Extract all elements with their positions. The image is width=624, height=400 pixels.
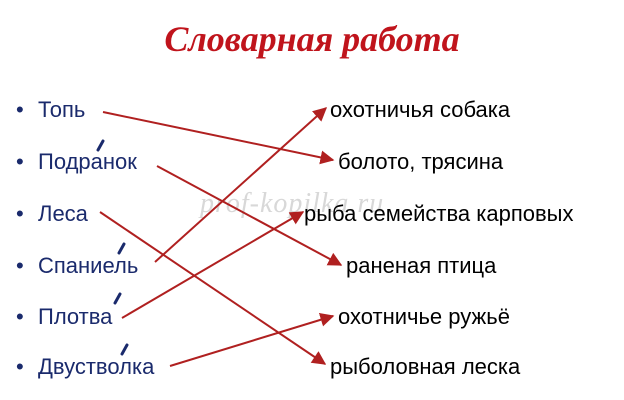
term-item: •Спаниель [16,253,139,278]
term-item: •Леса [16,201,88,226]
arrow-lesa-to-leska [99,211,327,365]
stress-mark [120,343,129,356]
term-label: Топь [38,97,86,122]
arrow-dvustvolka-to-ruzhyo [169,313,335,367]
stress-mark [113,292,122,305]
stress-mark [96,139,105,152]
arrow-top-to-boloto [102,111,335,165]
term-item: •Подранок [16,149,137,174]
definition-item: охотничья собака [330,97,511,122]
page-title: Словарная работа [164,19,460,59]
definition-item: рыболовная леска [330,354,521,379]
arrow-podranok-to-ptitsa [156,165,343,266]
term-label: Двустволка [38,354,155,379]
definition-item: раненая птица [346,253,497,278]
term-label: Подранок [38,149,137,174]
arrow-spaniel-to-sobaka [154,107,328,263]
term-label: Спаниель [38,253,139,278]
definition-item: рыба семейства карповых [304,201,574,226]
definition-item: охотничье ружьё [338,304,510,329]
term-item: •Топь [16,97,86,122]
term-label: Леса [38,201,88,226]
arrow-plotva-to-ryba [121,211,305,319]
definition-item: болото, трясина [338,149,504,174]
term-item: •Плотва [16,304,113,329]
stress-mark [117,242,126,255]
term-label: Плотва [38,304,113,329]
term-item: •Двустволка [16,354,155,379]
